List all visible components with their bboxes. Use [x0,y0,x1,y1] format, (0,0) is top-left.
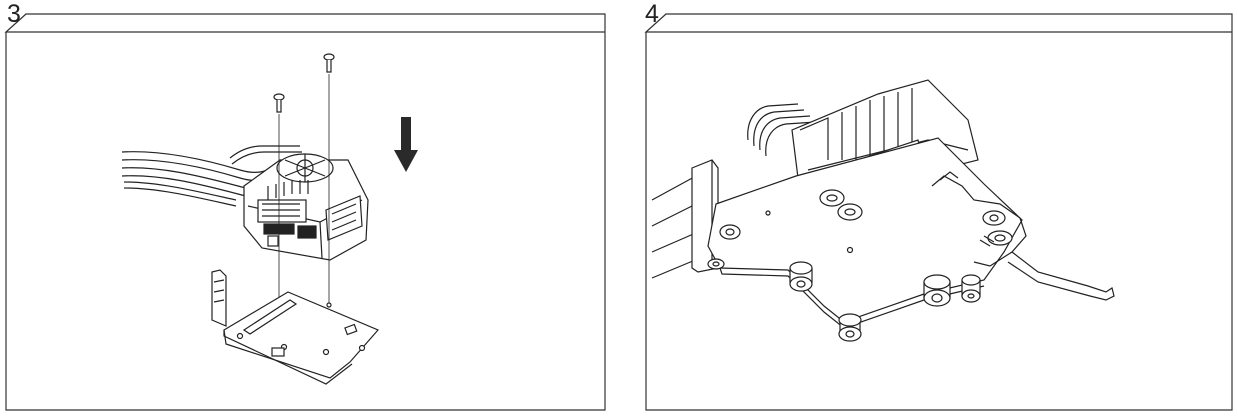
esc-unit [243,153,369,261]
standoff [982,210,1006,226]
step-number: 3 [7,0,21,28]
step-4-panel: 4 [628,0,1238,416]
step-number: 4 [645,0,659,28]
standoff [987,230,1013,246]
standoff [838,313,862,342]
sensor-bracket [931,171,1115,301]
standoff [961,274,981,303]
step-4-illustration [644,13,1233,411]
mounting-tray [211,269,379,385]
screw-right [323,53,335,305]
step-3-illustration [4,13,606,411]
standoff [719,224,741,240]
standoff [789,261,813,292]
down-arrow-icon [394,117,418,172]
step-3-panel: 3 [0,0,612,416]
standoff [819,189,845,207]
standoff [707,258,725,270]
chassis-rails [651,159,719,279]
standoffs [707,189,1013,342]
standoff [923,274,951,307]
motor-wires [121,145,302,207]
standoff [837,203,863,221]
step-4-frame [644,13,1233,411]
step-3-frame [4,13,606,411]
motor-wires [747,103,817,157]
